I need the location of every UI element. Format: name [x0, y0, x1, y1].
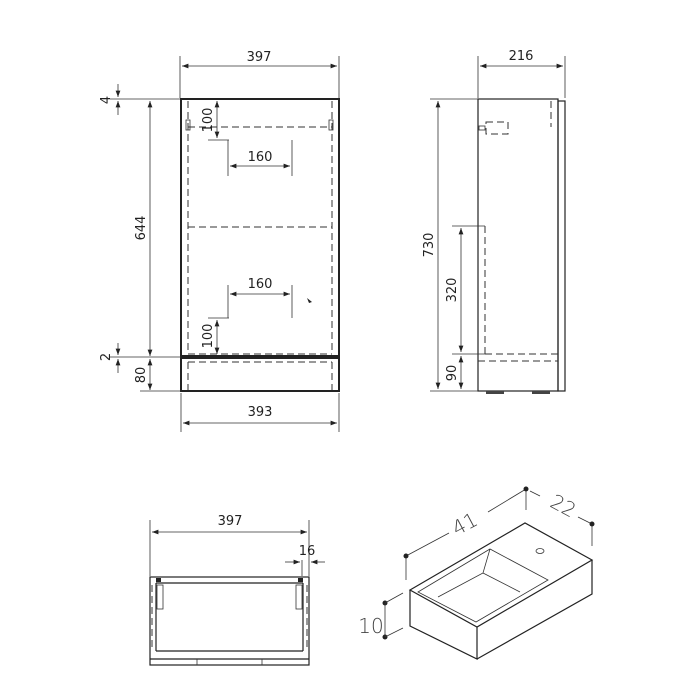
basin-isometric: 41 22 10 — [358, 486, 595, 660]
front-plinth-gap-label: 2 — [99, 353, 114, 361]
cursor-mark-icon — [307, 298, 312, 303]
front-width-top-label: 397 — [247, 50, 272, 65]
front-body-height-label: 644 — [134, 216, 149, 241]
foot — [486, 391, 504, 394]
plan-width-label: 397 — [218, 514, 243, 529]
front-width-bottom-label: 393 — [248, 405, 273, 420]
foot — [532, 391, 550, 394]
front-view: 397 4 644 2 80 100 — [99, 50, 340, 432]
basin-height-label: 10 — [358, 614, 383, 638]
side-cutout-height-label: 320 — [445, 278, 460, 303]
basin-length-label: 41 — [448, 507, 482, 540]
side-total-height-label: 730 — [422, 233, 437, 258]
upper-offset-label: 100 — [201, 108, 216, 133]
front-plinth-height-label: 80 — [134, 367, 149, 384]
front-top-gap-label: 4 — [99, 96, 114, 104]
basin-depth-label: 22 — [546, 489, 580, 522]
lower-spacing-label: 160 — [248, 277, 273, 292]
side-plinth-height-label: 90 — [445, 365, 460, 382]
side-view: 216 730 320 90 — [422, 49, 566, 394]
upper-spacing-label: 160 — [248, 150, 273, 165]
plan-view: 397 16 — [149, 514, 325, 666]
side-depth-label: 216 — [509, 49, 534, 64]
lower-offset-label: 100 — [201, 324, 216, 349]
plan-panel-thickness-label: 16 — [299, 544, 316, 559]
